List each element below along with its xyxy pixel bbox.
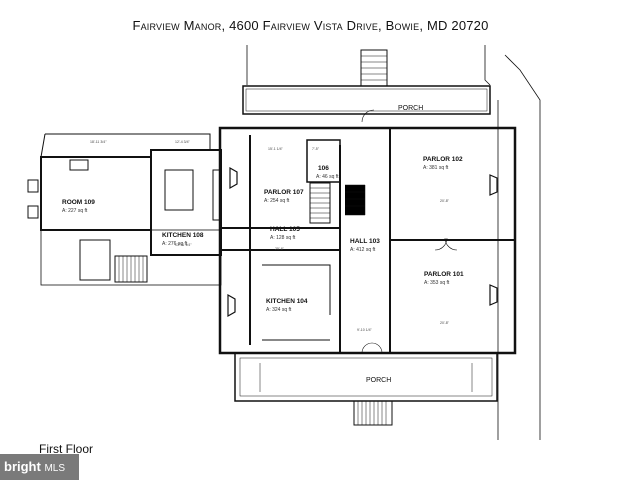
dim-9: 9'-10 1/4": [357, 328, 373, 332]
kitchen-104-counter: [262, 264, 331, 341]
bottom-stair: [353, 400, 393, 426]
svg-text:PARLOR 107: PARLOR 107: [264, 189, 304, 196]
svg-text:PARLOR 102: PARLOR 102: [423, 156, 463, 163]
west-wing: [27, 133, 222, 286]
svg-text:A: 128 sq ft: A: 128 sq ft: [270, 235, 296, 241]
door-swings: [361, 109, 458, 354]
dim-7: 20'-8": [440, 321, 450, 325]
logo-brand: bright: [4, 459, 41, 474]
label-parlor-102: PARLOR 102 A: 381 sq ft: [423, 156, 463, 171]
svg-text:KITCHEN 104: KITCHEN 104: [266, 298, 308, 305]
logo-suffix: MLS: [44, 463, 66, 474]
label-parlor-107: PARLOR 107 A: 254 sq ft: [264, 189, 304, 204]
floor-label: First Floor: [39, 442, 93, 456]
label-room-109: ROOM 109 A: 227 sq ft: [62, 199, 95, 214]
svg-text:A: 254 sq ft: A: 254 sq ft: [264, 198, 290, 204]
label-kitchen-104: KITCHEN 104 A: 324 sq ft: [266, 298, 308, 313]
label-room-106: 106 A: 46 sq ft: [316, 165, 339, 180]
dim-5: 13'-11 1/4": [175, 243, 192, 247]
plan-title: Fairview Manor, 4600 Fairview Vista Driv…: [132, 18, 489, 33]
svg-text:A: 227 sq ft: A: 227 sq ft: [62, 208, 88, 214]
dim-1: 18'-11 3/4": [90, 140, 107, 144]
svg-text:HALL 105: HALL 105: [270, 226, 300, 233]
svg-text:A: 276 sq ft: A: 276 sq ft: [162, 241, 188, 247]
interior-stairs: [309, 182, 366, 224]
top-stair: [360, 49, 388, 87]
porch-bottom-label: PORCH: [366, 377, 391, 384]
svg-text:PARLOR 101: PARLOR 101: [424, 271, 464, 278]
label-hall-105: HALL 105 A: 128 sq ft: [270, 226, 300, 241]
svg-text:HALL 103: HALL 103: [350, 238, 380, 245]
svg-text:ROOM 109: ROOM 109: [62, 199, 95, 206]
property-lines: [246, 45, 541, 440]
dim-3: 15'-1 1/4": [268, 147, 284, 151]
label-hall-103: HALL 103 A: 412 sq ft: [350, 238, 380, 253]
dim-2: 12'-4 3/4": [175, 140, 191, 144]
label-kitchen-108: KITCHEN 108 A: 276 sq ft: [162, 232, 204, 247]
porch-top-label: PORCH: [398, 105, 423, 112]
bright-mls-logo: bright MLS: [0, 454, 79, 480]
svg-text:A: 353 sq ft: A: 353 sq ft: [424, 280, 450, 286]
svg-text:A: 46 sq ft: A: 46 sq ft: [316, 174, 339, 180]
room-106-walls: [306, 139, 341, 183]
west-stair: [114, 255, 148, 283]
fireplaces: [227, 166, 498, 318]
svg-text:KITCHEN 108: KITCHEN 108: [162, 232, 204, 239]
svg-text:A: 324 sq ft: A: 324 sq ft: [266, 307, 292, 313]
dim-8: 25'-6": [275, 247, 285, 251]
top-porch: [242, 85, 491, 115]
svg-text:106: 106: [318, 165, 329, 172]
dim-4: 7'-5": [312, 147, 320, 151]
svg-text:A: 412 sq ft: A: 412 sq ft: [350, 247, 376, 253]
label-parlor-101: PARLOR 101 A: 353 sq ft: [424, 271, 464, 286]
svg-text:A: 381 sq ft: A: 381 sq ft: [423, 165, 449, 171]
dim-6: 20'-8": [440, 199, 450, 203]
